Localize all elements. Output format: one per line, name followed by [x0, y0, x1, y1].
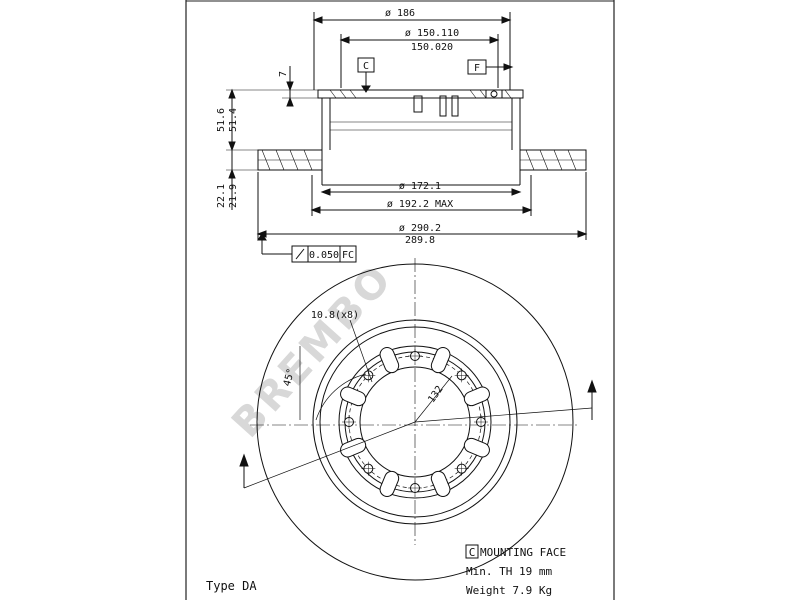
min-thickness-note: Min. TH 19 mm	[466, 565, 552, 578]
mounting-lug	[463, 386, 490, 407]
dim-diameter-186: ø 186	[385, 8, 415, 19]
hole-callout: 10.8(x8)	[311, 310, 359, 321]
dim-height-min: 51.4	[228, 108, 239, 132]
dim-outer-diameter-max: ø 290.2	[399, 223, 441, 234]
bolt-hole-centerline	[342, 415, 356, 429]
mounting-lug	[463, 437, 490, 458]
angle-dimension: 45°	[282, 367, 297, 387]
mounting-lug	[379, 470, 400, 497]
mounting-lug	[340, 386, 367, 407]
dim-outer-diameter-min: 289.8	[405, 235, 435, 246]
bolt-hole-centerline	[361, 461, 376, 476]
bolt-hole-centerline	[408, 349, 422, 363]
dim-hat-thickness-max: 22.1	[216, 184, 227, 208]
runout-tolerance: 0.050	[309, 250, 339, 261]
dim-inner-diameter-max: ø 192.2 MAX	[387, 199, 453, 210]
mounting-face-marker-box	[465, 544, 479, 559]
bolt-hole-centerline	[454, 368, 469, 383]
mounting-lug	[430, 470, 451, 497]
section-view	[226, 12, 588, 263]
runout-reference: FC	[342, 250, 354, 261]
mounting-lugs	[340, 347, 490, 497]
mounting-face-label: MOUNTING FACE	[480, 546, 566, 559]
type-label: Type DA	[206, 579, 257, 593]
mounting-face-marker: C	[469, 546, 476, 559]
dim-bore-max: ø 150.110	[405, 28, 459, 39]
mounting-lug	[430, 347, 451, 374]
weight-note: Weight 7.9 Kg	[466, 584, 552, 597]
dim-flange-thickness: 7	[278, 71, 289, 77]
mounting-lug	[340, 437, 367, 458]
bolt-hole-centerline	[408, 481, 422, 495]
mounting-lug	[379, 347, 400, 374]
disc-outer-edge	[256, 263, 574, 581]
datum-c-label: C	[363, 61, 369, 72]
datum-f-label: F	[474, 63, 480, 74]
bolt-hole-centerline	[361, 368, 376, 383]
dim-inner-diameter: ø 172.1	[399, 181, 441, 192]
dim-bore-min: 150.020	[411, 42, 453, 53]
bolt-hole-centerline	[454, 461, 469, 476]
front-view	[239, 258, 597, 581]
dim-height-max: 51.6	[216, 108, 227, 132]
notes-block: C MOUNTING FACE Min. TH 19 mm Weight 7.9…	[465, 544, 566, 597]
bolt-hole-centerline	[474, 415, 488, 429]
dim-hat-thickness-min: 21.9	[228, 184, 239, 208]
